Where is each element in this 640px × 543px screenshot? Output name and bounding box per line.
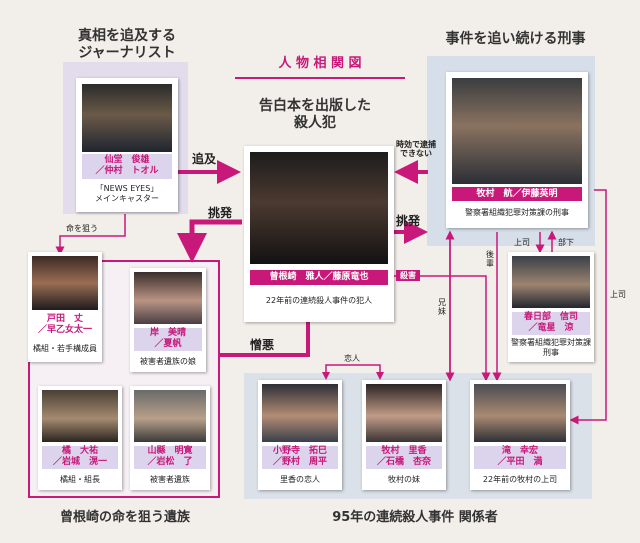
character-description: 警察署組織犯罪対策課 刑事 xyxy=(511,338,591,357)
chohatsu-left-arrow xyxy=(177,219,242,263)
character-description: 橘組・若手構成員 xyxy=(33,344,97,353)
relation-chohatsu-right-label: 挑発 xyxy=(396,214,421,228)
murderer-group-title: 告白本を出版した 殺人犯 xyxy=(259,98,371,131)
character-name: 滝 幸宏 ／平田 満 xyxy=(474,446,566,469)
relation-inochi-label: 命を狙う xyxy=(66,224,98,233)
character-card-yamagata[interactable]: 山縣 明寛 ／岩松 了 被害者遺族 xyxy=(130,386,210,490)
relation-buka-label: 部下 xyxy=(558,238,574,247)
relation-joshi-label: 上司 xyxy=(514,238,530,247)
satsugai-arrow xyxy=(392,275,491,382)
portrait-photo xyxy=(32,256,98,310)
character-card-tachibana[interactable]: 橘 大祐 ／岩城 滉一 橘組・組長 xyxy=(38,386,122,490)
character-description: 警察署組織犯罪対策課の刑事 xyxy=(465,208,569,217)
relation-chohatsu-left-label: 挑発 xyxy=(208,206,233,220)
portrait-photo xyxy=(452,78,582,184)
character-name: 戸田 丈 ／早乙女太一 xyxy=(37,314,92,335)
portrait-photo xyxy=(134,390,206,442)
joshi2-arrow xyxy=(569,189,607,425)
relation-kohai-label: 後 輩 xyxy=(486,250,494,268)
character-card-toda[interactable]: 戸田 丈 ／早乙女太一 橘組・若手構成員 xyxy=(28,252,102,362)
character-name: 牧村 里香 ／石橋 杏奈 xyxy=(366,446,442,469)
character-name: 仙堂 俊雄 ／仲村 トオル xyxy=(82,154,172,179)
character-card-rika[interactable]: 牧村 里香 ／石橋 杏奈 牧村の妹 xyxy=(362,380,446,490)
character-name: 小野寺 拓巳 ／野村 周平 xyxy=(262,446,338,469)
relation-jikou-label: 時効で逮捕 できない xyxy=(396,140,436,158)
character-description: 被害者遺族の娘 xyxy=(140,357,196,366)
portrait-photo xyxy=(366,384,442,442)
character-card-kasuga[interactable]: 春日部 信司 ／竜星 涼 警察署組織犯罪対策課 刑事 xyxy=(508,252,594,362)
character-name: 牧村 航／伊藤英明 xyxy=(452,187,582,201)
character-card-kishi[interactable]: 岸 美晴 ／夏帆 被害者遺族の娘 xyxy=(130,268,206,372)
relation-tsuikyu-label: 追及 xyxy=(192,152,217,166)
families-group-title: 曾根崎の命を狙う遺族 xyxy=(59,510,190,525)
character-name: 岸 美晴 ／夏帆 xyxy=(134,328,202,351)
relation-joshi2-label: 上司 xyxy=(610,290,626,299)
character-description: 里香の恋人 xyxy=(280,475,320,484)
character-card-sendo[interactable]: 仙堂 俊雄 ／仲村 トオル 「NEWS EYES」 メインキャスター xyxy=(76,78,178,212)
portrait-photo xyxy=(42,390,118,442)
character-name: 春日部 信司 ／竜星 涼 xyxy=(512,312,590,335)
character-card-onodera[interactable]: 小野寺 拓巳 ／野村 周平 里香の恋人 xyxy=(258,380,342,490)
portrait-photo xyxy=(134,272,202,324)
koibito-line xyxy=(325,364,381,378)
relation-satsugai-label: 殺害 xyxy=(396,270,420,281)
portrait-photo xyxy=(512,256,590,308)
character-name: 山縣 明寛 ／岩松 了 xyxy=(134,446,206,469)
portrait-photo xyxy=(262,384,338,442)
character-card-sonezaki[interactable]: 曾根崎 雅人／藤原竜也 22年前の連続殺人事件の犯人 xyxy=(244,146,394,322)
relation-koibito-label: 恋人 xyxy=(344,354,360,363)
character-description: 被害者遺族 xyxy=(150,475,190,484)
portrait-photo xyxy=(82,84,172,152)
character-description: 橘組・組長 xyxy=(60,475,100,484)
detective-group-title: 事件を追い続ける刑事 xyxy=(445,31,586,47)
inochi-arrow xyxy=(55,214,126,256)
portrait-photo xyxy=(474,384,566,442)
character-description: 22年前の牧村の上司 xyxy=(482,475,558,484)
character-description: 牧村の妹 xyxy=(388,475,420,484)
character-card-taki[interactable]: 滝 幸宏 ／平田 満 22年前の牧村の上司 xyxy=(470,380,570,490)
relation-kyomai-label: 兄 妹 xyxy=(438,298,446,316)
character-description: 22年前の連続殺人事件の犯人 xyxy=(265,296,373,305)
diagram-title: 人 物 相 関 図 xyxy=(278,56,362,71)
journalist-group-title: 真相を追及する ジャーナリスト xyxy=(78,28,176,61)
character-name: 曾根崎 雅人／藤原竜也 xyxy=(250,270,388,285)
character-card-makimura[interactable]: 牧村 航／伊藤英明 警察署組織犯罪対策課の刑事 xyxy=(446,72,588,228)
relation-zouo-label: 憎悪 xyxy=(250,338,275,352)
case95-group-title: 95年の連続殺人事件 関係者 xyxy=(332,510,498,525)
character-description: 「NEWS EYES」 メインキャスター xyxy=(95,184,159,203)
character-name: 橘 大祐 ／岩城 滉一 xyxy=(42,446,118,469)
portrait-photo xyxy=(250,152,388,264)
